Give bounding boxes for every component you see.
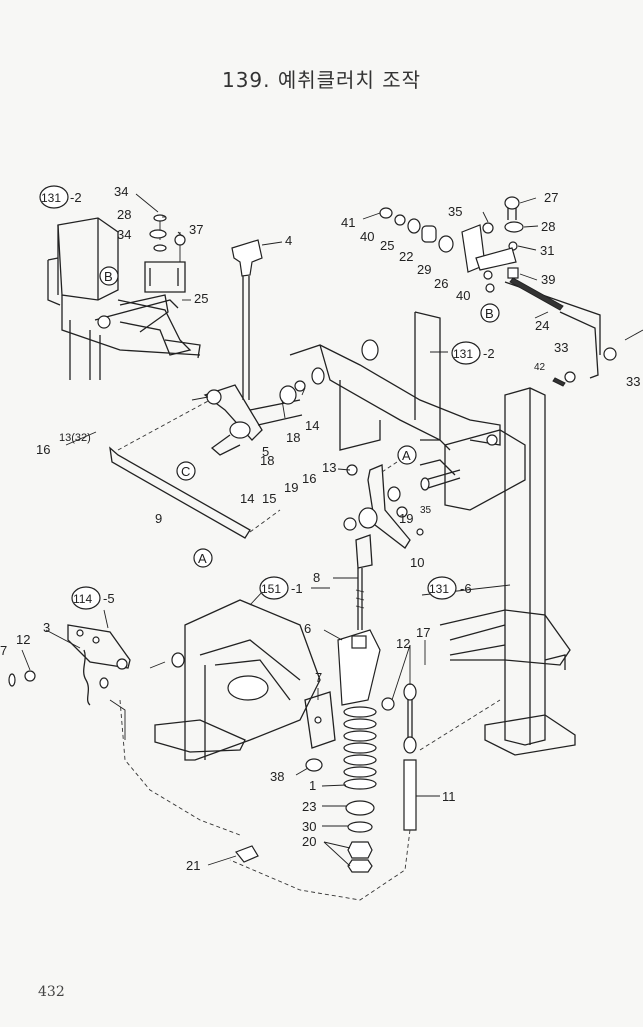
label-33: 33 — [554, 340, 568, 355]
label-25: 25 — [194, 291, 208, 306]
label-22: 22 — [399, 249, 413, 264]
upper-right-linkage — [379, 196, 643, 387]
label-40: 40 — [456, 288, 470, 303]
label-35: 35 — [448, 204, 462, 219]
svg-text:131: 131 — [41, 191, 61, 205]
label-40: 40 — [360, 229, 374, 244]
label-28: 28 — [117, 207, 131, 222]
label-15: 15 — [262, 491, 276, 506]
ref-131-6: 131 -6 — [427, 576, 472, 600]
label-41: 41 — [341, 215, 355, 230]
label-25: 25 — [380, 238, 394, 253]
label-29: 29 — [417, 262, 431, 277]
marker-a-left: A — [193, 548, 213, 568]
label-12: 12 — [16, 632, 30, 647]
label-13: 13 — [322, 460, 336, 475]
label-13-32: 13(32) — [59, 432, 91, 444]
label-16: 16 — [36, 442, 50, 457]
lever-4 — [231, 239, 283, 400]
label-18: 18 — [286, 430, 300, 445]
svg-text:B: B — [485, 306, 494, 321]
label-5: 5 — [262, 444, 269, 459]
marker-b-left: B — [99, 266, 119, 286]
svg-text:A: A — [402, 448, 411, 463]
label-14: 14 — [240, 491, 254, 506]
label-10: 10 — [410, 555, 424, 570]
label-35: 35 — [420, 505, 432, 516]
page-number: 432 — [38, 984, 65, 1000]
label-42: 42 — [534, 362, 546, 373]
label-37: 37 — [189, 222, 203, 237]
label-23: 23 — [302, 799, 316, 814]
label-19: 19 — [399, 511, 413, 526]
cable-11 — [229, 683, 501, 901]
label-7: 7 — [0, 643, 7, 658]
svg-text:A: A — [198, 551, 207, 566]
svg-text:-2: -2 — [70, 190, 82, 205]
label-18: 18 — [260, 453, 274, 468]
label-28: 28 — [541, 219, 555, 234]
svg-text:C: C — [181, 464, 190, 479]
spring-1 — [343, 706, 377, 790]
clip-21 — [235, 845, 259, 863]
part-labels: 34 28 34 37 4 25 41 40 25 22 29 26 40 35… — [0, 184, 640, 873]
label-19: 19 — [284, 480, 298, 495]
label-1: 1 — [309, 778, 316, 793]
upper-left-bracket — [47, 214, 201, 380]
svg-text:114: 114 — [73, 592, 92, 606]
svg-text:-2: -2 — [483, 346, 495, 361]
label-11: 11 — [442, 789, 456, 804]
rod-9 — [109, 399, 281, 539]
label-30: 30 — [302, 819, 316, 834]
label-33: 33 — [626, 374, 640, 389]
central-frame — [289, 311, 526, 511]
svg-text:-6: -6 — [460, 581, 472, 596]
ref-151-1: 151 -1 — [259, 576, 303, 600]
label-3: 3 — [43, 620, 50, 635]
letter-markers: B B C A A — [99, 266, 500, 568]
label-26: 26 — [434, 276, 448, 291]
label-38: 38 — [270, 769, 284, 784]
rod-spring-assembly — [304, 568, 381, 873]
label-31: 31 — [540, 243, 554, 258]
middle-linkage — [343, 459, 461, 569]
label-9: 9 — [155, 511, 162, 526]
svg-text:131: 131 — [429, 582, 449, 596]
label-16: 16 — [302, 471, 316, 486]
marker-c: C — [176, 461, 196, 481]
label-8: 8 — [313, 570, 320, 585]
label-34: 34 — [117, 227, 131, 242]
ref-131-2-upper-left: 131 -2 — [39, 185, 82, 209]
label-20: 20 — [302, 834, 316, 849]
marker-b-right: B — [480, 303, 500, 323]
label-6: 6 — [304, 621, 311, 636]
label-27: 27 — [544, 190, 558, 205]
reference-codes: 131 -2 131 -2 131 -6 151 -1 114 -5 — [39, 185, 495, 610]
ref-114-5: 114 -5 — [71, 586, 115, 610]
lever-assembly-5 — [191, 384, 303, 456]
diagram-title: 139. 예취클러치 조작 — [221, 68, 422, 92]
label-14: 14 — [305, 418, 319, 433]
label-24: 24 — [535, 318, 549, 333]
label-4: 4 — [285, 233, 292, 248]
svg-text:151: 151 — [261, 582, 281, 596]
pedal-housing — [8, 599, 321, 836]
svg-text:-1: -1 — [291, 581, 303, 596]
label-34: 34 — [114, 184, 128, 199]
marker-a-right: A — [397, 445, 417, 465]
svg-text:131: 131 — [453, 347, 473, 361]
label-12: 12 — [396, 636, 410, 651]
label-21: 21 — [186, 858, 200, 873]
svg-text:-5: -5 — [103, 591, 115, 606]
label-17: 17 — [416, 625, 430, 640]
svg-text:B: B — [104, 269, 113, 284]
ref-131-2-center: 131 -2 — [451, 341, 495, 365]
right-post — [439, 387, 576, 756]
label-7: 7 — [315, 670, 322, 685]
label-39: 39 — [541, 272, 555, 287]
